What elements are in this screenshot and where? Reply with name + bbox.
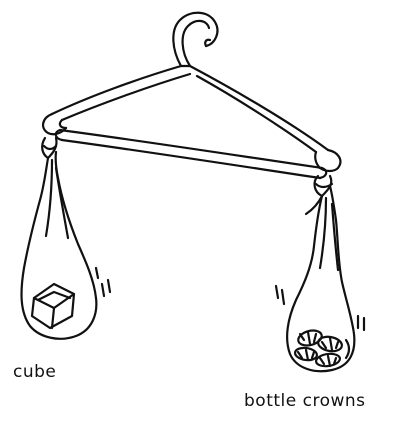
hanger-hook (173, 13, 217, 66)
bottle-crowns-object (294, 328, 349, 367)
hanger-bottom-bar (56, 130, 327, 178)
right-bag (287, 176, 354, 371)
hanger-frame (43, 66, 340, 171)
bottle-crowns-label: bottle crowns (244, 391, 366, 411)
cube-object (32, 284, 74, 328)
left-motion-marks (96, 268, 110, 296)
cube-label: cube (13, 362, 56, 382)
